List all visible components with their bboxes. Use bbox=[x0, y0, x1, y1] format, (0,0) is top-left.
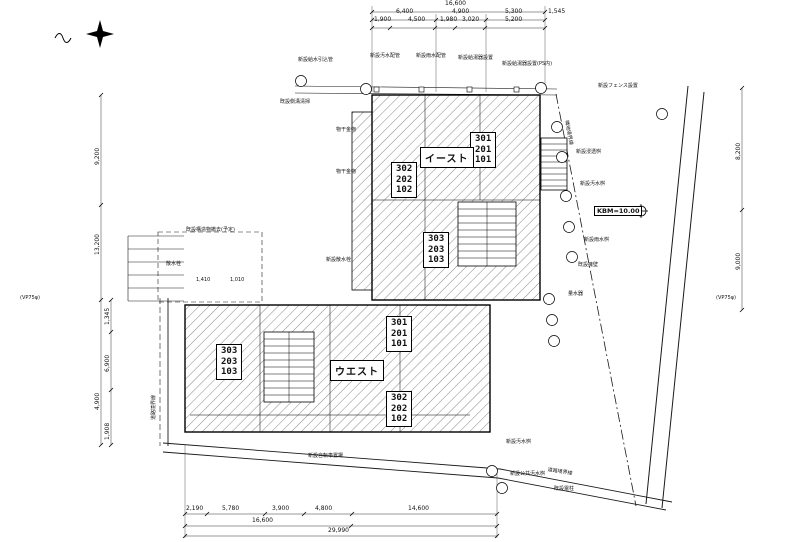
benchmark-label: KBM=10.00 bbox=[594, 206, 643, 216]
west-unit-box-upper: 301 201 101 bbox=[386, 316, 413, 352]
east-unit-box-right: 301 201 101 bbox=[470, 132, 497, 168]
west-unit-box-left: 303 203 103 bbox=[216, 344, 243, 380]
utility-boxes bbox=[373, 86, 520, 93]
site-boundaries bbox=[159, 85, 705, 511]
east-unit-box-left: 302 202 102 bbox=[391, 162, 418, 198]
north-arrow-icon bbox=[54, 20, 114, 48]
east-building-label: イースト bbox=[420, 147, 474, 168]
east-balcony bbox=[351, 111, 373, 291]
east-outer-stair bbox=[540, 137, 568, 191]
parking-area bbox=[127, 231, 263, 303]
east-unit-box-lower: 303 203 103 bbox=[423, 232, 450, 268]
dimension-lines bbox=[98, 6, 745, 539]
west-unit-box-lower: 302 202 102 bbox=[386, 391, 413, 427]
survey-point-markers bbox=[295, 75, 668, 494]
west-building-label: ウエスト bbox=[330, 360, 384, 381]
stairs bbox=[263, 137, 568, 403]
